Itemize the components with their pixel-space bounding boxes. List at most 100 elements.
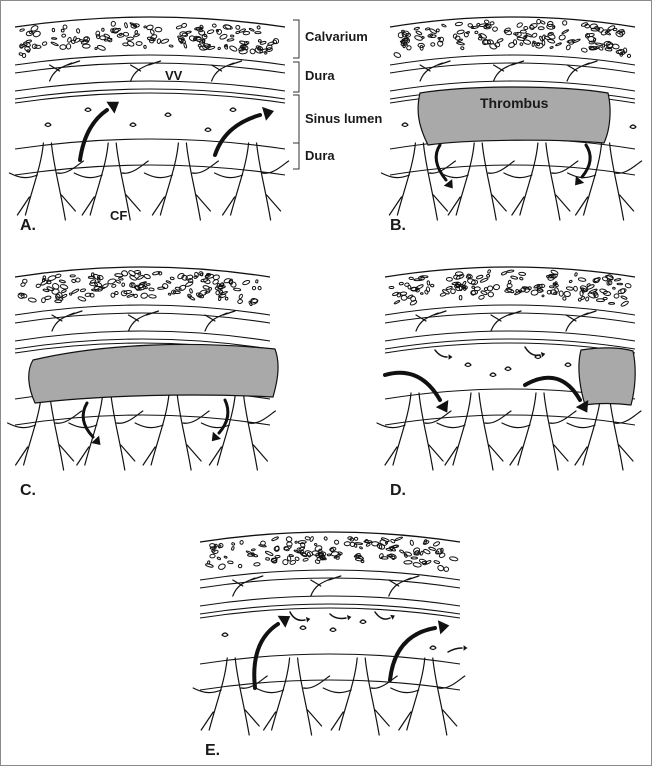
bone-trabecula	[493, 284, 500, 290]
bone-trabecula	[238, 294, 243, 300]
bone-trabecula	[410, 296, 416, 302]
emissary-vein	[416, 311, 446, 331]
small-flow-arrow-head	[306, 617, 310, 622]
bone-trabecula	[62, 34, 66, 37]
bone-trabecula	[173, 291, 180, 294]
bone-trabecula	[449, 556, 458, 561]
bone-trabecula	[434, 560, 440, 564]
bone-trabecula	[394, 300, 400, 305]
bone-trabecula	[581, 47, 588, 52]
blood-cell	[330, 628, 336, 632]
bone-trabecula	[563, 291, 570, 297]
bone-trabecula	[249, 28, 254, 32]
bone-trabecula	[538, 27, 544, 30]
bone-trabecula	[488, 291, 494, 297]
bone-trabecula	[41, 297, 46, 303]
bridging-veins	[9, 61, 288, 220]
bone-trabecula	[20, 282, 25, 287]
vv-label: VV	[165, 68, 183, 83]
bone-trabecula	[566, 44, 571, 50]
bone-trabecula	[520, 43, 523, 46]
blood-cell	[360, 620, 366, 624]
bone-trabecula	[155, 27, 162, 32]
panel-b: ThrombusB.	[381, 17, 641, 234]
blood-cell	[630, 125, 636, 129]
bone-trabecula	[324, 536, 328, 540]
calvarium-layer	[15, 17, 285, 175]
panel-e: E.	[193, 532, 467, 759]
bone-trabecula	[413, 562, 422, 568]
bone-trabecula	[144, 45, 147, 48]
bone-trabecula	[61, 289, 66, 293]
bone-trabecula	[428, 547, 435, 551]
bone-trabecula	[422, 36, 425, 39]
bone-trabecula	[157, 39, 161, 44]
bone-trabecula	[309, 536, 314, 542]
bone-trabecula	[581, 22, 588, 27]
bone-trabecula	[464, 32, 469, 37]
bone-trabecula	[198, 29, 205, 35]
blood-cell	[402, 123, 408, 127]
bone-trabecula	[70, 275, 75, 277]
bone-trabecula	[609, 302, 615, 304]
emissary-vein	[129, 311, 159, 331]
bone-trabecula	[487, 269, 491, 273]
bone-trabecula	[283, 546, 290, 552]
bone-trabecula	[216, 291, 220, 295]
bone-trabecula	[554, 292, 557, 294]
bone-trabecula	[528, 286, 532, 290]
bone-trabecula	[307, 552, 311, 557]
bone-trabecula	[603, 297, 607, 300]
bone-trabecula	[436, 29, 439, 32]
bone-trabecula	[519, 272, 526, 276]
bone-trabecula	[389, 286, 394, 288]
emissary-vein	[494, 61, 524, 81]
bone-trabecula	[71, 279, 76, 283]
bone-trabecula	[111, 284, 116, 288]
bone-trabecula	[620, 300, 629, 307]
bone-trabecula	[240, 540, 244, 544]
bone-trabecula	[144, 26, 147, 29]
small-flow-arrow-head	[449, 354, 453, 359]
bone-trabecula	[446, 277, 452, 281]
bone-trabecula	[459, 295, 462, 299]
bone-trabecula	[359, 546, 362, 549]
dura-top-label: Dura	[305, 68, 335, 83]
bone-trabecula	[386, 548, 393, 551]
thrombus	[29, 344, 278, 403]
cortical-vein	[9, 143, 83, 220]
bone-trabecula	[558, 34, 565, 41]
bone-trabecula	[621, 295, 628, 299]
bone-trabecula	[166, 280, 171, 283]
dura-line	[15, 313, 270, 323]
bone-trabecula	[562, 29, 569, 34]
bone-trabecula	[83, 44, 91, 48]
bone-trabecula	[61, 29, 64, 32]
cf-label: CF	[110, 208, 127, 223]
bone-trabecula	[516, 22, 523, 28]
bone-trabecula	[170, 277, 174, 280]
bone-trabecula	[189, 288, 193, 293]
bone-trabecula	[144, 274, 151, 280]
bone-trabecula	[236, 31, 240, 34]
bone-trabecula	[474, 287, 480, 291]
bone-trabecula	[212, 24, 216, 28]
bone-trabecula	[549, 286, 554, 288]
cortical-vein	[201, 393, 275, 470]
bone-trabecula	[574, 272, 577, 276]
bone-trabecula	[231, 546, 234, 550]
bone-trabecula	[486, 274, 490, 277]
blood-cell	[205, 128, 211, 132]
bone-trabecula	[255, 32, 261, 34]
bone-trabecula	[258, 286, 262, 290]
bone-trabecula	[439, 552, 446, 558]
bone-trabecula	[580, 291, 584, 297]
bone-trabecula	[207, 29, 214, 34]
bone-trabecula	[366, 543, 371, 547]
reflux-arrow	[582, 145, 590, 177]
bone-trabecula	[460, 46, 464, 50]
bone-trabecula	[361, 560, 364, 563]
panel-c: C.	[8, 267, 278, 499]
blood-cell	[85, 108, 91, 112]
bone-trabecula	[542, 295, 544, 297]
